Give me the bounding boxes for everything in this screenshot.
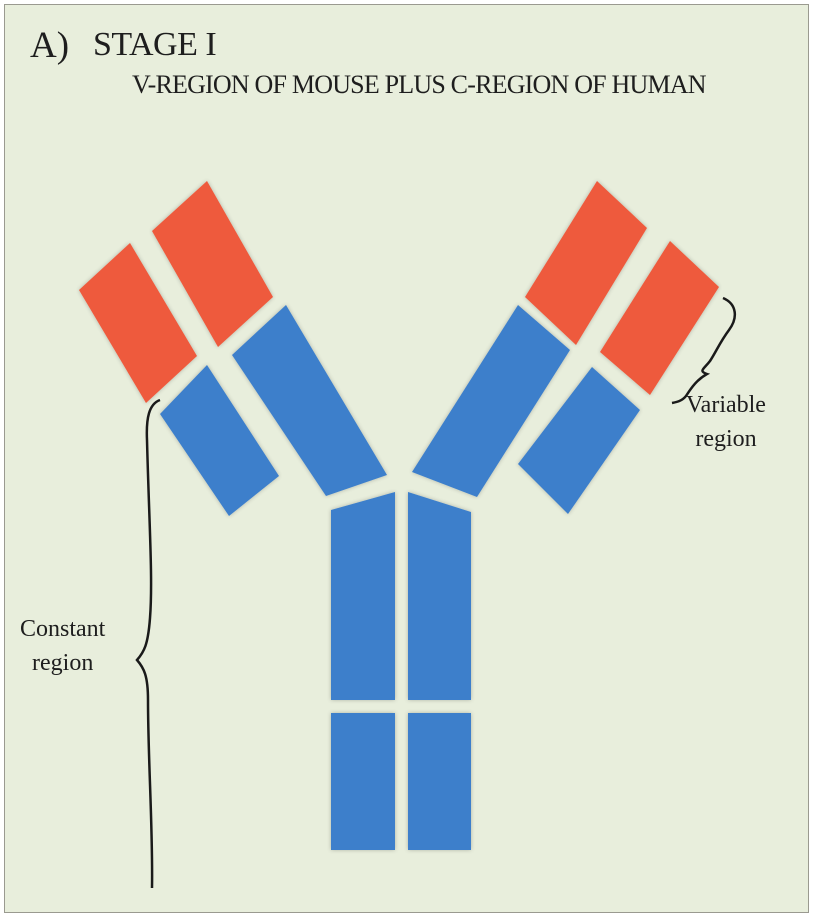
stage-title: STAGE I: [93, 26, 216, 64]
panel-label: A): [30, 24, 69, 67]
constant-region-label: Constant region: [20, 612, 105, 680]
figure-frame: [4, 4, 809, 913]
variable-region-label: Variable region: [686, 388, 766, 456]
variable-region-label-line2: region: [686, 422, 766, 456]
variable-region-label-line1: Variable: [686, 388, 766, 422]
constant-region-label-line2: region: [20, 646, 105, 680]
diagram-subtitle: V-REGION OF MOUSE PLUS C-REGION OF HUMAN: [132, 70, 706, 100]
constant-region-label-line1: Constant: [20, 612, 105, 646]
